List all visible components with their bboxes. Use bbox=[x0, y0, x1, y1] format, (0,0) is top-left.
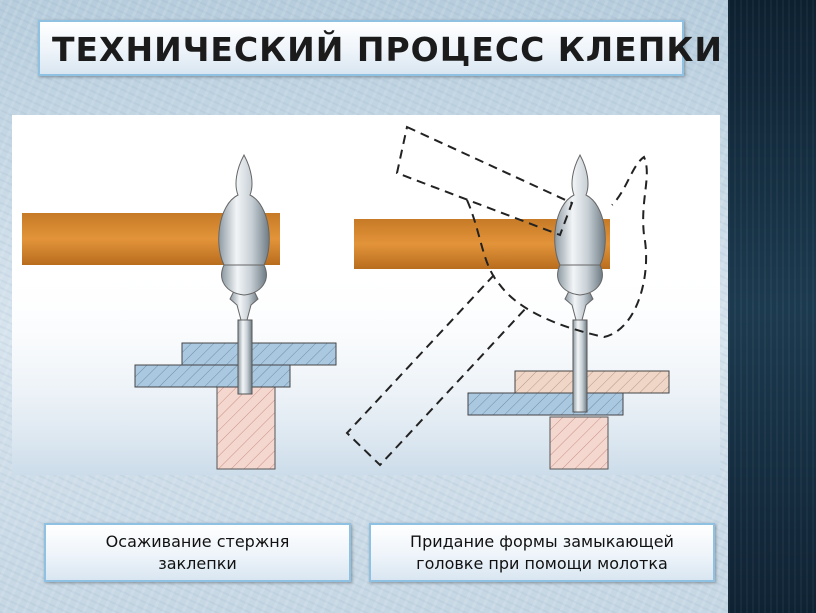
hammer-swing-outline-arc bbox=[466, 155, 648, 339]
frost-overlay bbox=[12, 265, 720, 475]
caption-left: Осаживание стержня заклепки bbox=[105, 531, 290, 573]
left-rivet-shank bbox=[237, 319, 253, 395]
right-riveting-step bbox=[345, 125, 670, 470]
left-lower-plate bbox=[134, 364, 291, 388]
slide-title: ТЕХНИЧЕСКИЙ ПРОЦЕСС КЛЕПКИ bbox=[52, 30, 723, 69]
caption-right-box: Придание формы замыкающей головке при по… bbox=[369, 523, 715, 582]
right-decorative-band bbox=[728, 0, 816, 613]
left-support bbox=[216, 386, 276, 470]
caption-right: Придание формы замыкающей головке при по… bbox=[410, 531, 674, 573]
left-hammer-head bbox=[218, 153, 270, 266]
hammer-swing-outline-head bbox=[395, 125, 574, 237]
riveting-illustration bbox=[12, 115, 720, 475]
right-hammer-head bbox=[554, 153, 606, 266]
right-lower-plate bbox=[467, 392, 624, 416]
left-hammer-head-bottom bbox=[221, 264, 267, 296]
left-riveting-step bbox=[22, 153, 337, 470]
right-rivet-shank bbox=[572, 319, 588, 413]
right-hammer-head-bottom bbox=[557, 264, 603, 296]
caption-left-box: Осаживание стержня заклепки bbox=[44, 523, 351, 582]
right-upper-plate bbox=[514, 370, 670, 394]
left-upper-plate bbox=[181, 342, 337, 366]
riveting-diagram bbox=[12, 125, 720, 475]
right-support bbox=[549, 416, 609, 470]
hammer-swing-outline-handle bbox=[345, 274, 528, 467]
title-box: ТЕХНИЧЕСКИЙ ПРОЦЕСС КЛЕПКИ bbox=[38, 20, 722, 76]
